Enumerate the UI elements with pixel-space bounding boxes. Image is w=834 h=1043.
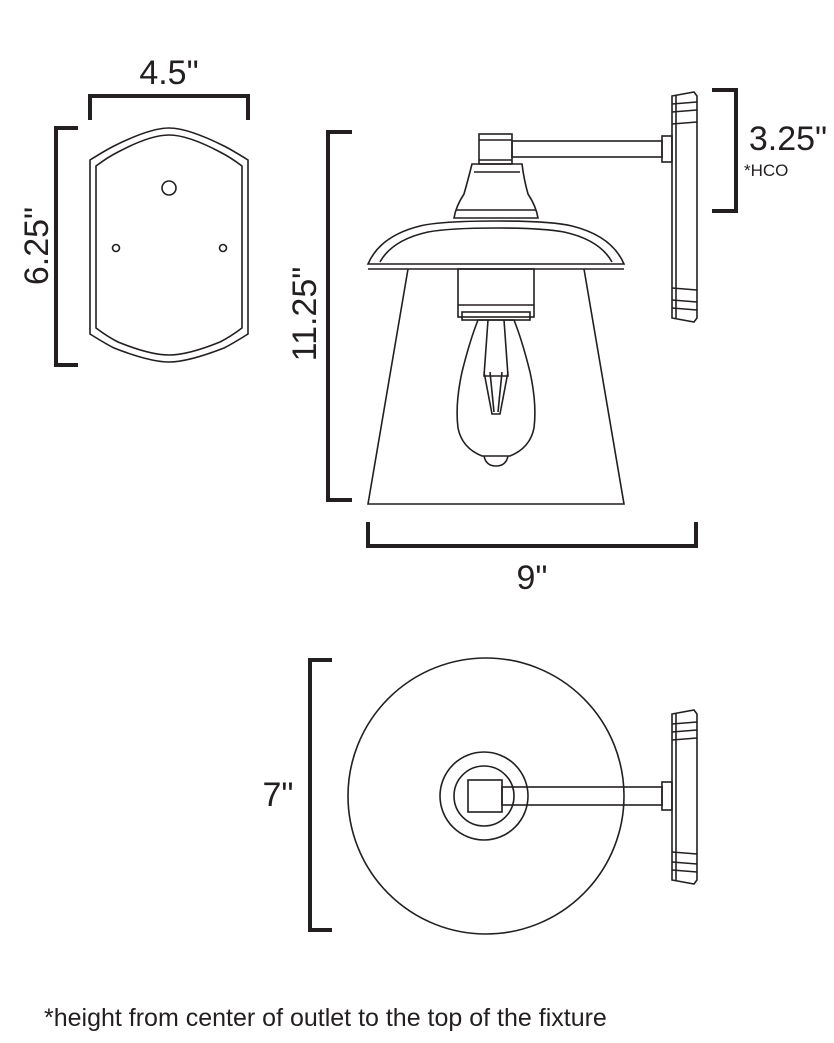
bulb-tip (483, 455, 509, 467)
glass-shade (367, 268, 625, 505)
fixture-height-label: 11.25" (286, 267, 324, 362)
bulb-filament (483, 319, 509, 415)
socket-collar (461, 311, 531, 321)
socket (457, 268, 535, 318)
backplate-outline (89, 127, 249, 363)
shade-inner (379, 227, 613, 263)
wall-plate-line (671, 121, 698, 125)
wall-plate-top (671, 709, 698, 885)
backplate-width-label: 4.5" (139, 54, 198, 92)
shade (366, 220, 626, 265)
wall-plate-line (671, 851, 698, 855)
arm-mount-top (661, 781, 673, 811)
backplate-mount-hole-right (218, 243, 228, 253)
fixture-side-view: 11.25" 9" 3.25" *HCO (286, 88, 827, 597)
wall-plate-line (671, 307, 698, 311)
wall-plate-line (671, 729, 698, 733)
backplate-front-view: 4.5" 6.25" (18, 54, 250, 367)
wall-plate-line (671, 109, 698, 113)
wall-plate-line (671, 287, 698, 291)
backplate-height-bracket (54, 126, 78, 367)
wall-plate-side (671, 91, 698, 323)
hco-bracket (712, 88, 738, 213)
fixture-width-label: 9" (517, 559, 548, 597)
wall-plate-line (671, 101, 698, 105)
arm-top (501, 786, 663, 806)
shade-diameter-bracket (308, 658, 332, 932)
backplate-inner-outline (95, 134, 243, 356)
arm (511, 140, 663, 158)
wall-plate-line (671, 861, 698, 865)
wall-plate-line (671, 869, 698, 873)
knuckle-top (467, 779, 503, 813)
fixture-height-bracket (326, 130, 352, 502)
footnote: *height from center of outlet to the top… (44, 1004, 607, 1032)
fixture-width-bracket (366, 522, 698, 548)
cup-circle-outer (439, 751, 529, 841)
shade-circle (347, 657, 625, 935)
backplate-mount-hole-left (111, 243, 121, 253)
backplate-center-hole (161, 180, 177, 196)
hco-label: 3.25" (749, 120, 827, 158)
fixture-top-view: 7" (263, 657, 698, 935)
arm-mount (661, 135, 673, 163)
bulb (456, 319, 536, 457)
cup-circle-inner (453, 765, 515, 827)
backplate-width-bracket (88, 94, 250, 120)
wall-plate-line (671, 721, 698, 725)
wall-plate-line (671, 299, 698, 303)
backplate-height-label: 6.25" (18, 207, 56, 285)
neck-cup (453, 163, 539, 219)
shade-diameter-label: 7" (263, 776, 294, 814)
wall-plate-line (671, 737, 698, 741)
hco-sublabel: *HCO (744, 161, 788, 180)
